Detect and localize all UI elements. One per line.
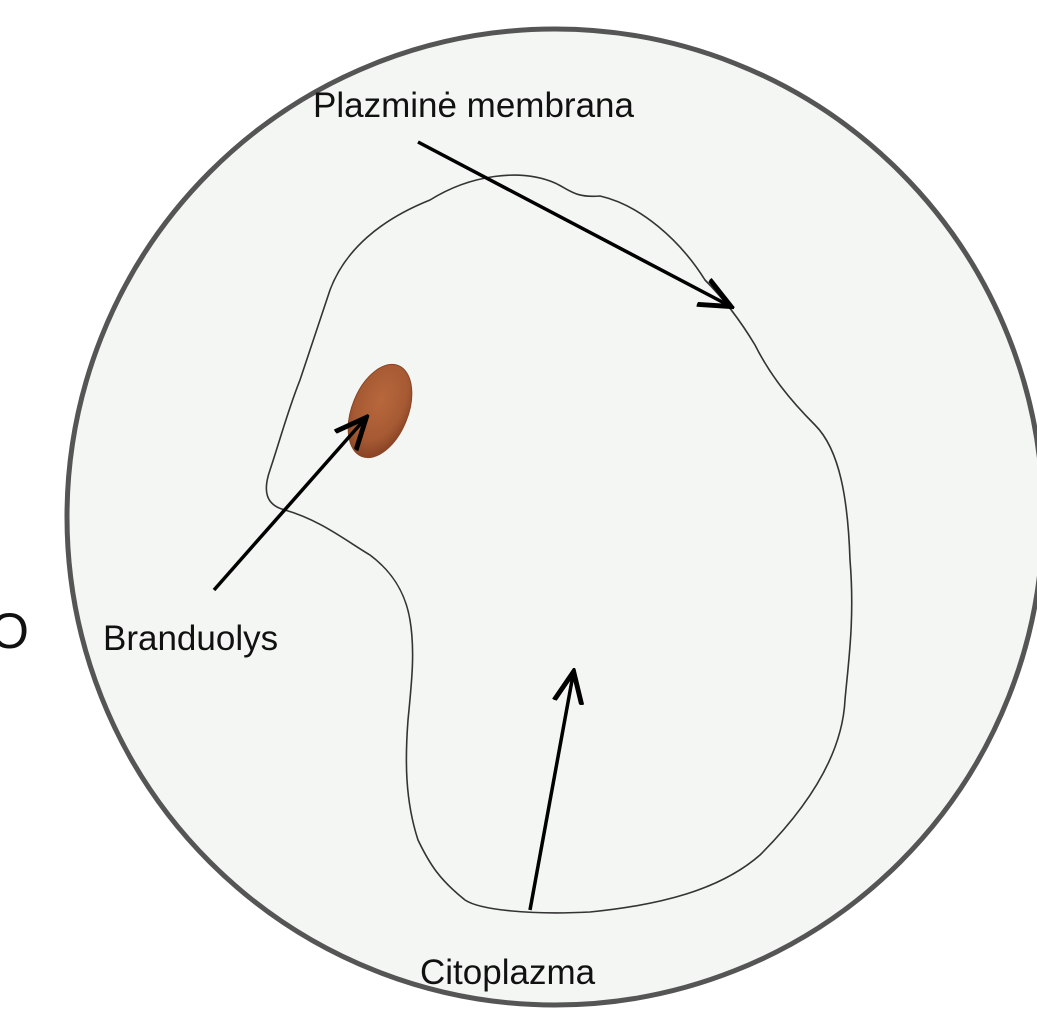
microscope-field-circle: [67, 29, 1037, 1005]
nucleus-label: Branduolys: [103, 619, 278, 658]
edge-letter-fragment: O: [0, 603, 29, 659]
membrane-label: Plazminė membrana: [313, 86, 634, 125]
cytoplasm-label: Citoplazma: [420, 953, 596, 992]
